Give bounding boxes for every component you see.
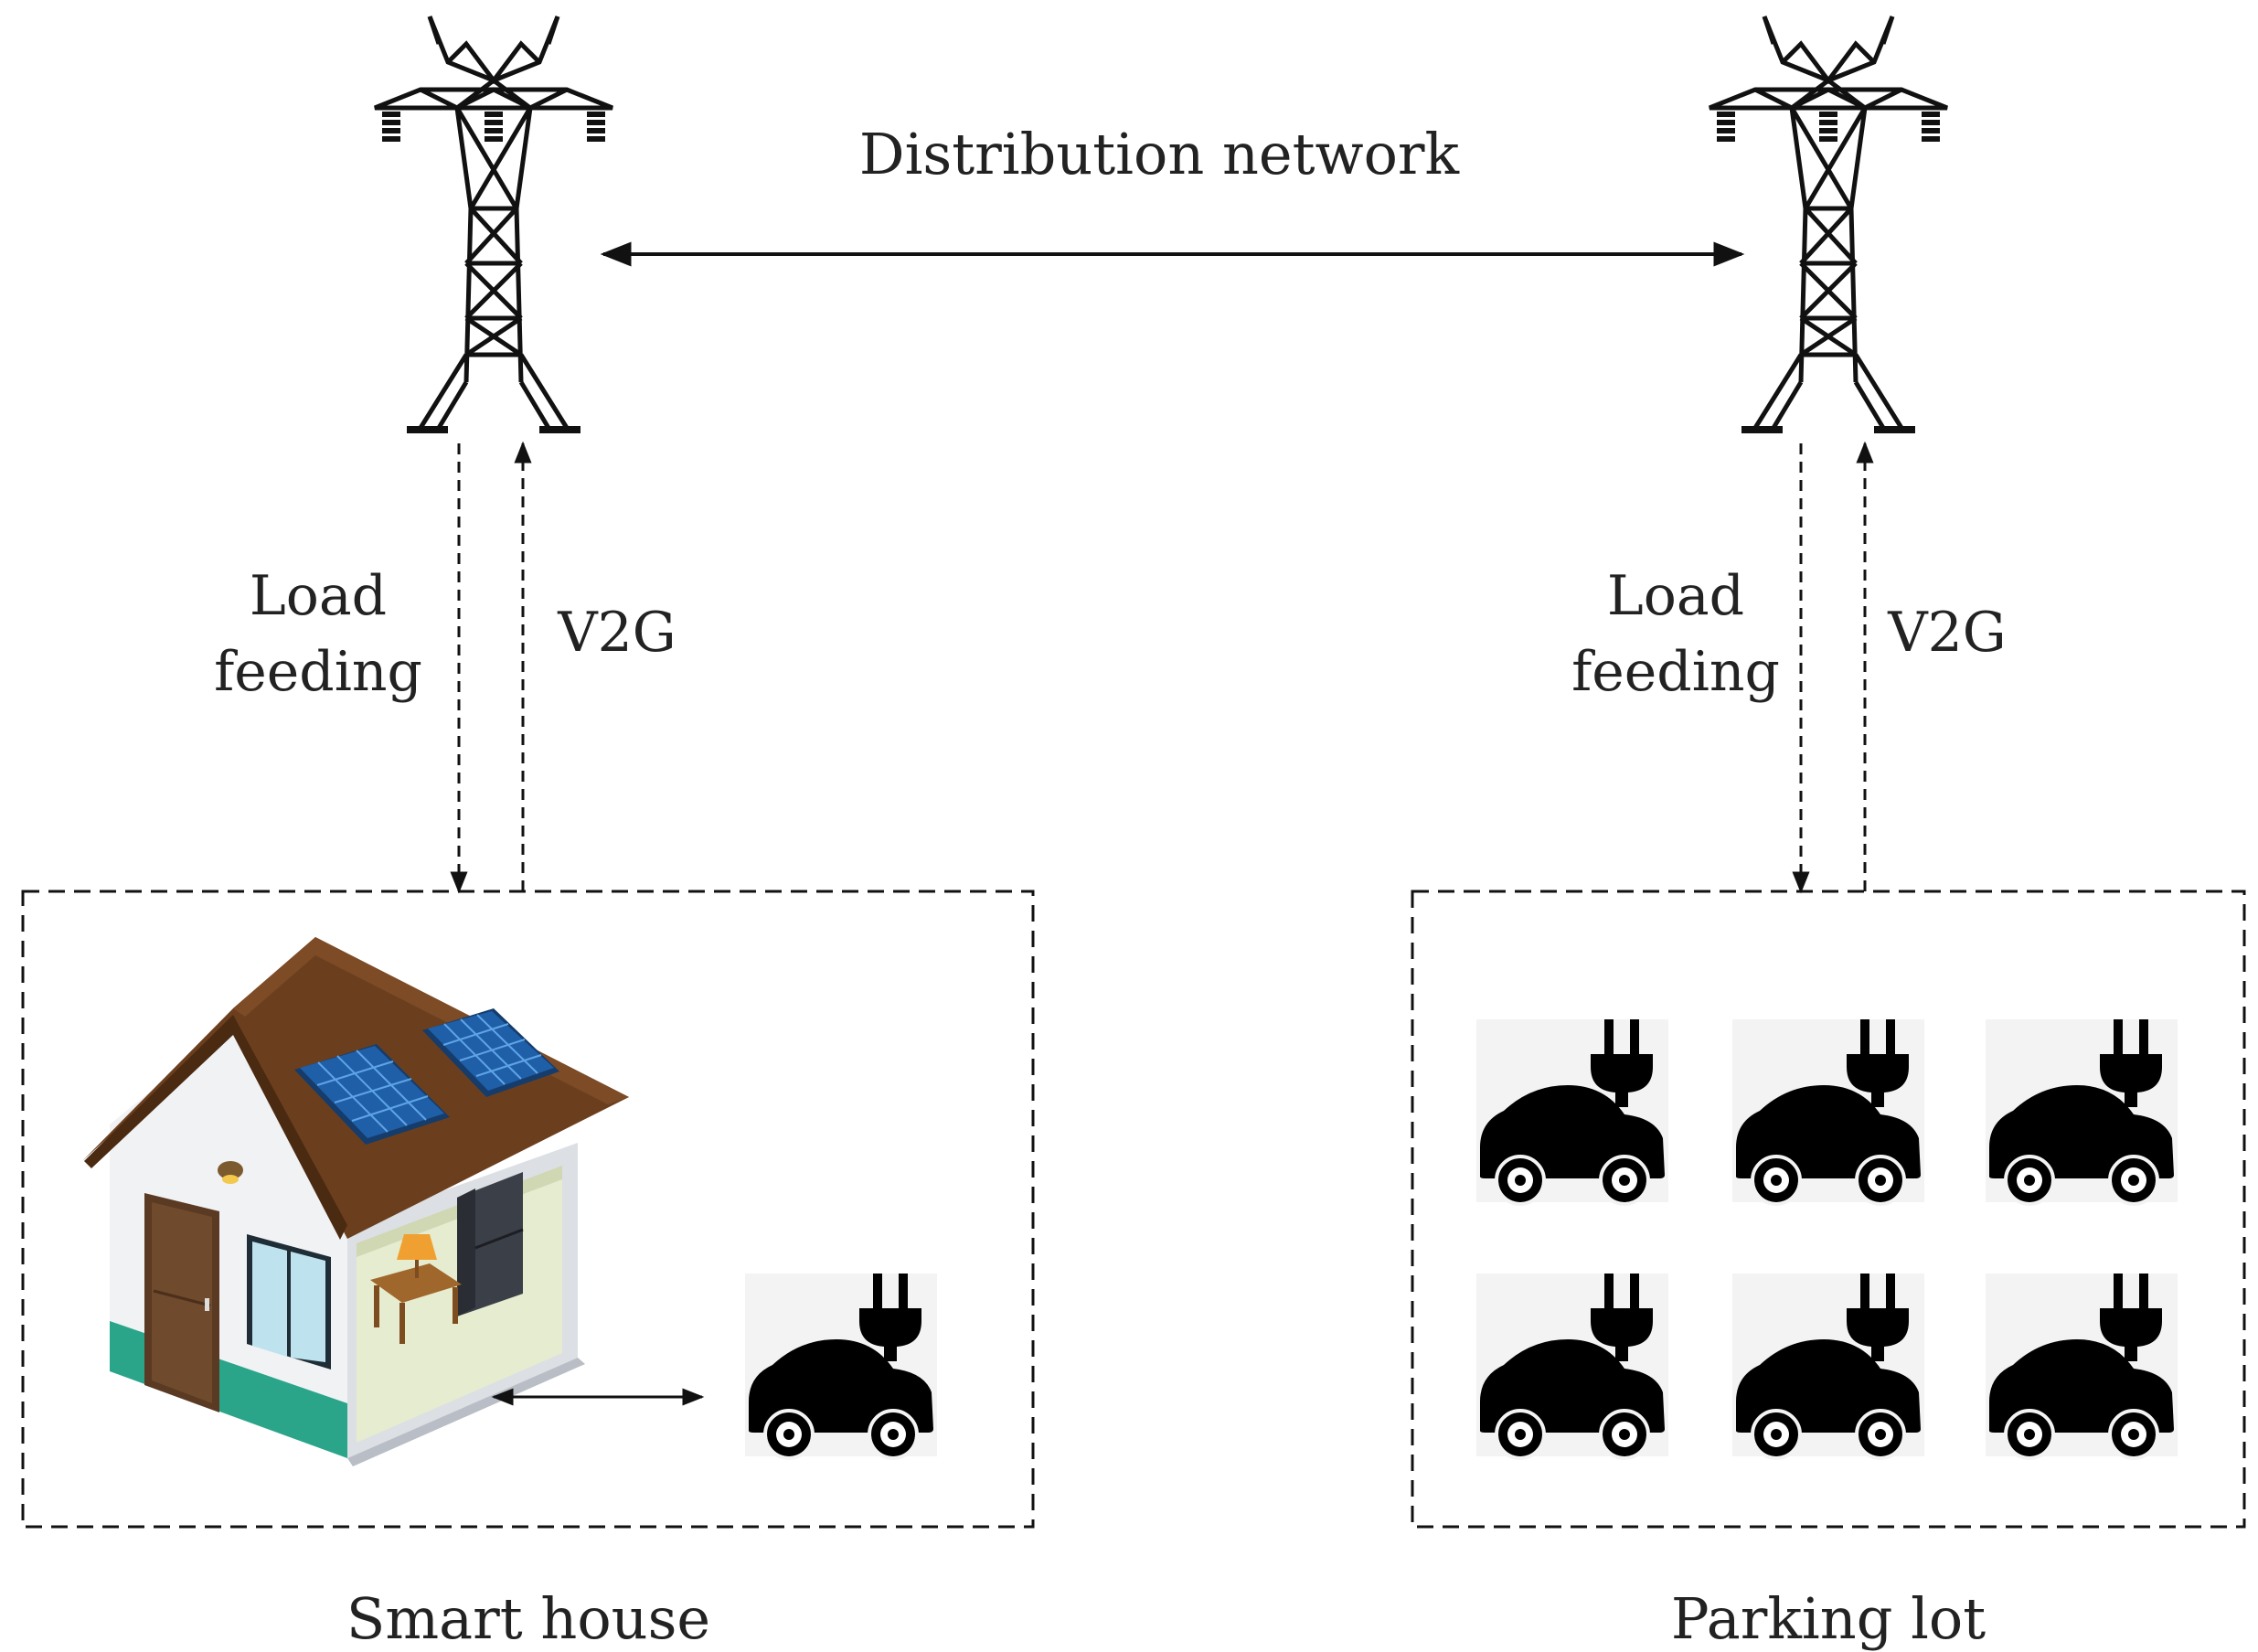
parking-ev-icon [1731,1272,1926,1460]
house-ev-icon [743,1272,939,1460]
parking-ev-icon [1475,1272,1670,1460]
right-power-tower-icon [1709,16,1947,433]
left-v2g-label: V2G [557,601,676,665]
distribution-network-label: Distribution network [859,121,1460,187]
parking-ev-icon [1984,1018,2179,1206]
parking-ev-icon [1475,1018,1670,1206]
smart-house-icon [82,937,629,1466]
left-power-tower-icon [375,16,612,433]
smart-house-label: Smart house [346,1585,710,1652]
left-load-label-line2: feeding [214,640,422,704]
parking-ev-icon [1984,1272,2179,1460]
left-load-label-line1: Load [250,564,387,628]
smart-house-box [21,890,1035,1529]
parking-ev-icon [1731,1018,1926,1206]
parking-lot-label: Parking lot [1671,1585,1986,1652]
right-load-label-line2: feeding [1571,640,1780,704]
parking-lot-box [1411,890,2246,1529]
right-v2g-label: V2G [1887,601,2006,665]
right-load-label-line1: Load [1607,564,1744,628]
